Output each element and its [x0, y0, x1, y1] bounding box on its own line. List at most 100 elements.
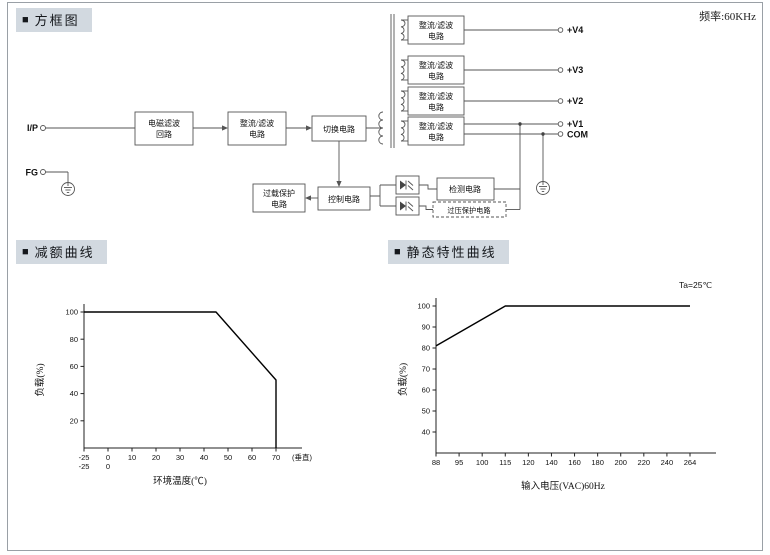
- x-tick-label: 180: [591, 458, 604, 467]
- section-marker-icon: ■: [22, 245, 29, 258]
- secondary-coil: [400, 120, 406, 142]
- com-terminal: [557, 131, 564, 137]
- x-axis-label: 环境温度(℃): [153, 475, 207, 487]
- transformer: [378, 14, 408, 148]
- x-tick-label: 220: [638, 458, 651, 467]
- block-rf4: 整流/滤波 电路: [407, 15, 465, 45]
- output-label-v3: +V3: [567, 65, 583, 75]
- y-tick-label: 90: [422, 323, 430, 332]
- output-label-v4: +V4: [567, 25, 583, 35]
- y-axis-label: 负载(%): [397, 363, 409, 396]
- x-tick-label: 0: [106, 453, 110, 462]
- wires: [45, 122, 545, 210]
- v1-terminal: [557, 121, 564, 127]
- fg-terminal: [40, 169, 46, 175]
- section-header-block-diagram: ■ 方框图: [16, 8, 92, 32]
- x-tick-label: -25: [79, 453, 90, 462]
- block-label: 过压保护电路: [447, 206, 490, 215]
- x-tick-label: 95: [455, 458, 463, 467]
- y-tick-label: 80: [70, 335, 78, 344]
- x-tick-label: 240: [661, 458, 674, 467]
- block-label: 电路: [428, 132, 444, 142]
- x-tick-label: 20: [152, 453, 160, 462]
- series-load: [435, 305, 690, 347]
- x-tick-label-row2: 0: [106, 462, 110, 471]
- input-label-fg: FG: [26, 168, 39, 178]
- section-title: 静态特性曲线: [406, 245, 497, 260]
- x-tick-label: 100: [476, 458, 489, 467]
- block-rectifier-main: 整流/滤波 电路: [227, 111, 287, 146]
- block-emi-filter: 电磁滤波 回路: [134, 111, 194, 146]
- ip-terminal: [40, 125, 46, 131]
- y-tick-label: 100: [65, 308, 78, 317]
- y-tick-label: 50: [422, 407, 430, 416]
- frequency-label: 频率:60KHz: [699, 11, 756, 23]
- block-label: 电路: [428, 102, 444, 112]
- x-tick-label: 140: [545, 458, 558, 467]
- block-rf3: 整流/滤波 电路: [407, 55, 465, 85]
- block-label: 整流/滤波: [419, 121, 453, 131]
- x-tick-label: 30: [176, 453, 184, 462]
- x-tick-label: 160: [568, 458, 581, 467]
- y-axis-label: 负载(%): [34, 363, 46, 396]
- block-switching: 切换电路: [311, 115, 367, 142]
- v2-terminal: [557, 98, 564, 104]
- y-tick-label: 70: [422, 365, 430, 374]
- block-overload-protect: 过载保护 电路: [252, 183, 306, 213]
- x-tick-label: 10: [128, 453, 136, 462]
- primary-coil: [378, 111, 384, 145]
- output-label-v2: +V2: [567, 96, 583, 106]
- block-label: 电路: [428, 71, 444, 81]
- x-tick-label: 40: [200, 453, 208, 462]
- series-load: [84, 311, 277, 448]
- derating-curve-chart: -25 0 10 20 30 40 50 60 70 -25 0 (垂直) 20 40 60 80 100 环境温…: [34, 304, 312, 487]
- ground-symbol-right: [536, 181, 550, 195]
- y-tick-label: 20: [70, 416, 78, 425]
- x-tick-label: 70: [272, 453, 280, 462]
- optocoupler-icon: [395, 175, 420, 195]
- block-diagram: I/P FG 电磁滤波 回路 整流/滤波: [26, 14, 588, 218]
- block-ovp: 过压保护电路: [432, 201, 507, 218]
- block-label: 整流/滤波: [419, 91, 453, 101]
- x-axis-label: 输入电压(VAC)60Hz: [521, 480, 605, 492]
- arrow-left-icon: [305, 195, 311, 201]
- block-rf2: 整流/滤波 电路: [407, 86, 465, 116]
- block-label: 电路: [271, 199, 287, 209]
- section-marker-icon: ■: [22, 13, 29, 26]
- block-label: 检测电路: [449, 184, 481, 194]
- v3-terminal: [557, 67, 564, 73]
- chart-annotation: Ta=25℃: [679, 280, 712, 290]
- y-tick-label: 40: [422, 428, 430, 437]
- v4-terminal: [557, 27, 564, 33]
- x-tick-label: 120: [522, 458, 535, 467]
- secondary-coil: [400, 19, 406, 41]
- block-label: 电路: [249, 129, 265, 139]
- x-axis-annotation: (垂直): [292, 452, 312, 462]
- output-label-com: COM: [567, 130, 588, 140]
- output-label-v1: +V1: [567, 119, 583, 129]
- x-tick-label-row2: -25: [79, 462, 90, 471]
- arrow-right-icon: [222, 125, 228, 131]
- y-tick-label: 60: [70, 362, 78, 371]
- x-tick-label: 264: [684, 458, 697, 467]
- x-tick-label: 88: [432, 458, 440, 467]
- section-title: 减额曲线: [34, 245, 95, 260]
- section-header-derating: ■ 减额曲线: [16, 240, 107, 264]
- y-tick-label: 40: [70, 389, 78, 398]
- block-control: 控制电路: [317, 186, 371, 211]
- x-tick-label: 115: [499, 458, 511, 467]
- x-tick-label: 50: [224, 453, 232, 462]
- y-tick-label: 60: [422, 386, 430, 395]
- section-marker-icon: ■: [394, 245, 401, 258]
- y-tick-label: 80: [422, 344, 430, 353]
- ground-symbol-left: [61, 182, 75, 196]
- section-title: 方框图: [34, 13, 80, 28]
- outputs: +V4 +V3 +V2 +V1 COM: [464, 25, 588, 140]
- block-rf1: 整流/滤波 电路: [407, 116, 465, 146]
- arrow-right-icon: [306, 125, 312, 131]
- secondary-coil: [400, 59, 406, 81]
- block-label: 整流/滤波: [419, 60, 453, 70]
- x-tick-label: 60: [248, 453, 256, 462]
